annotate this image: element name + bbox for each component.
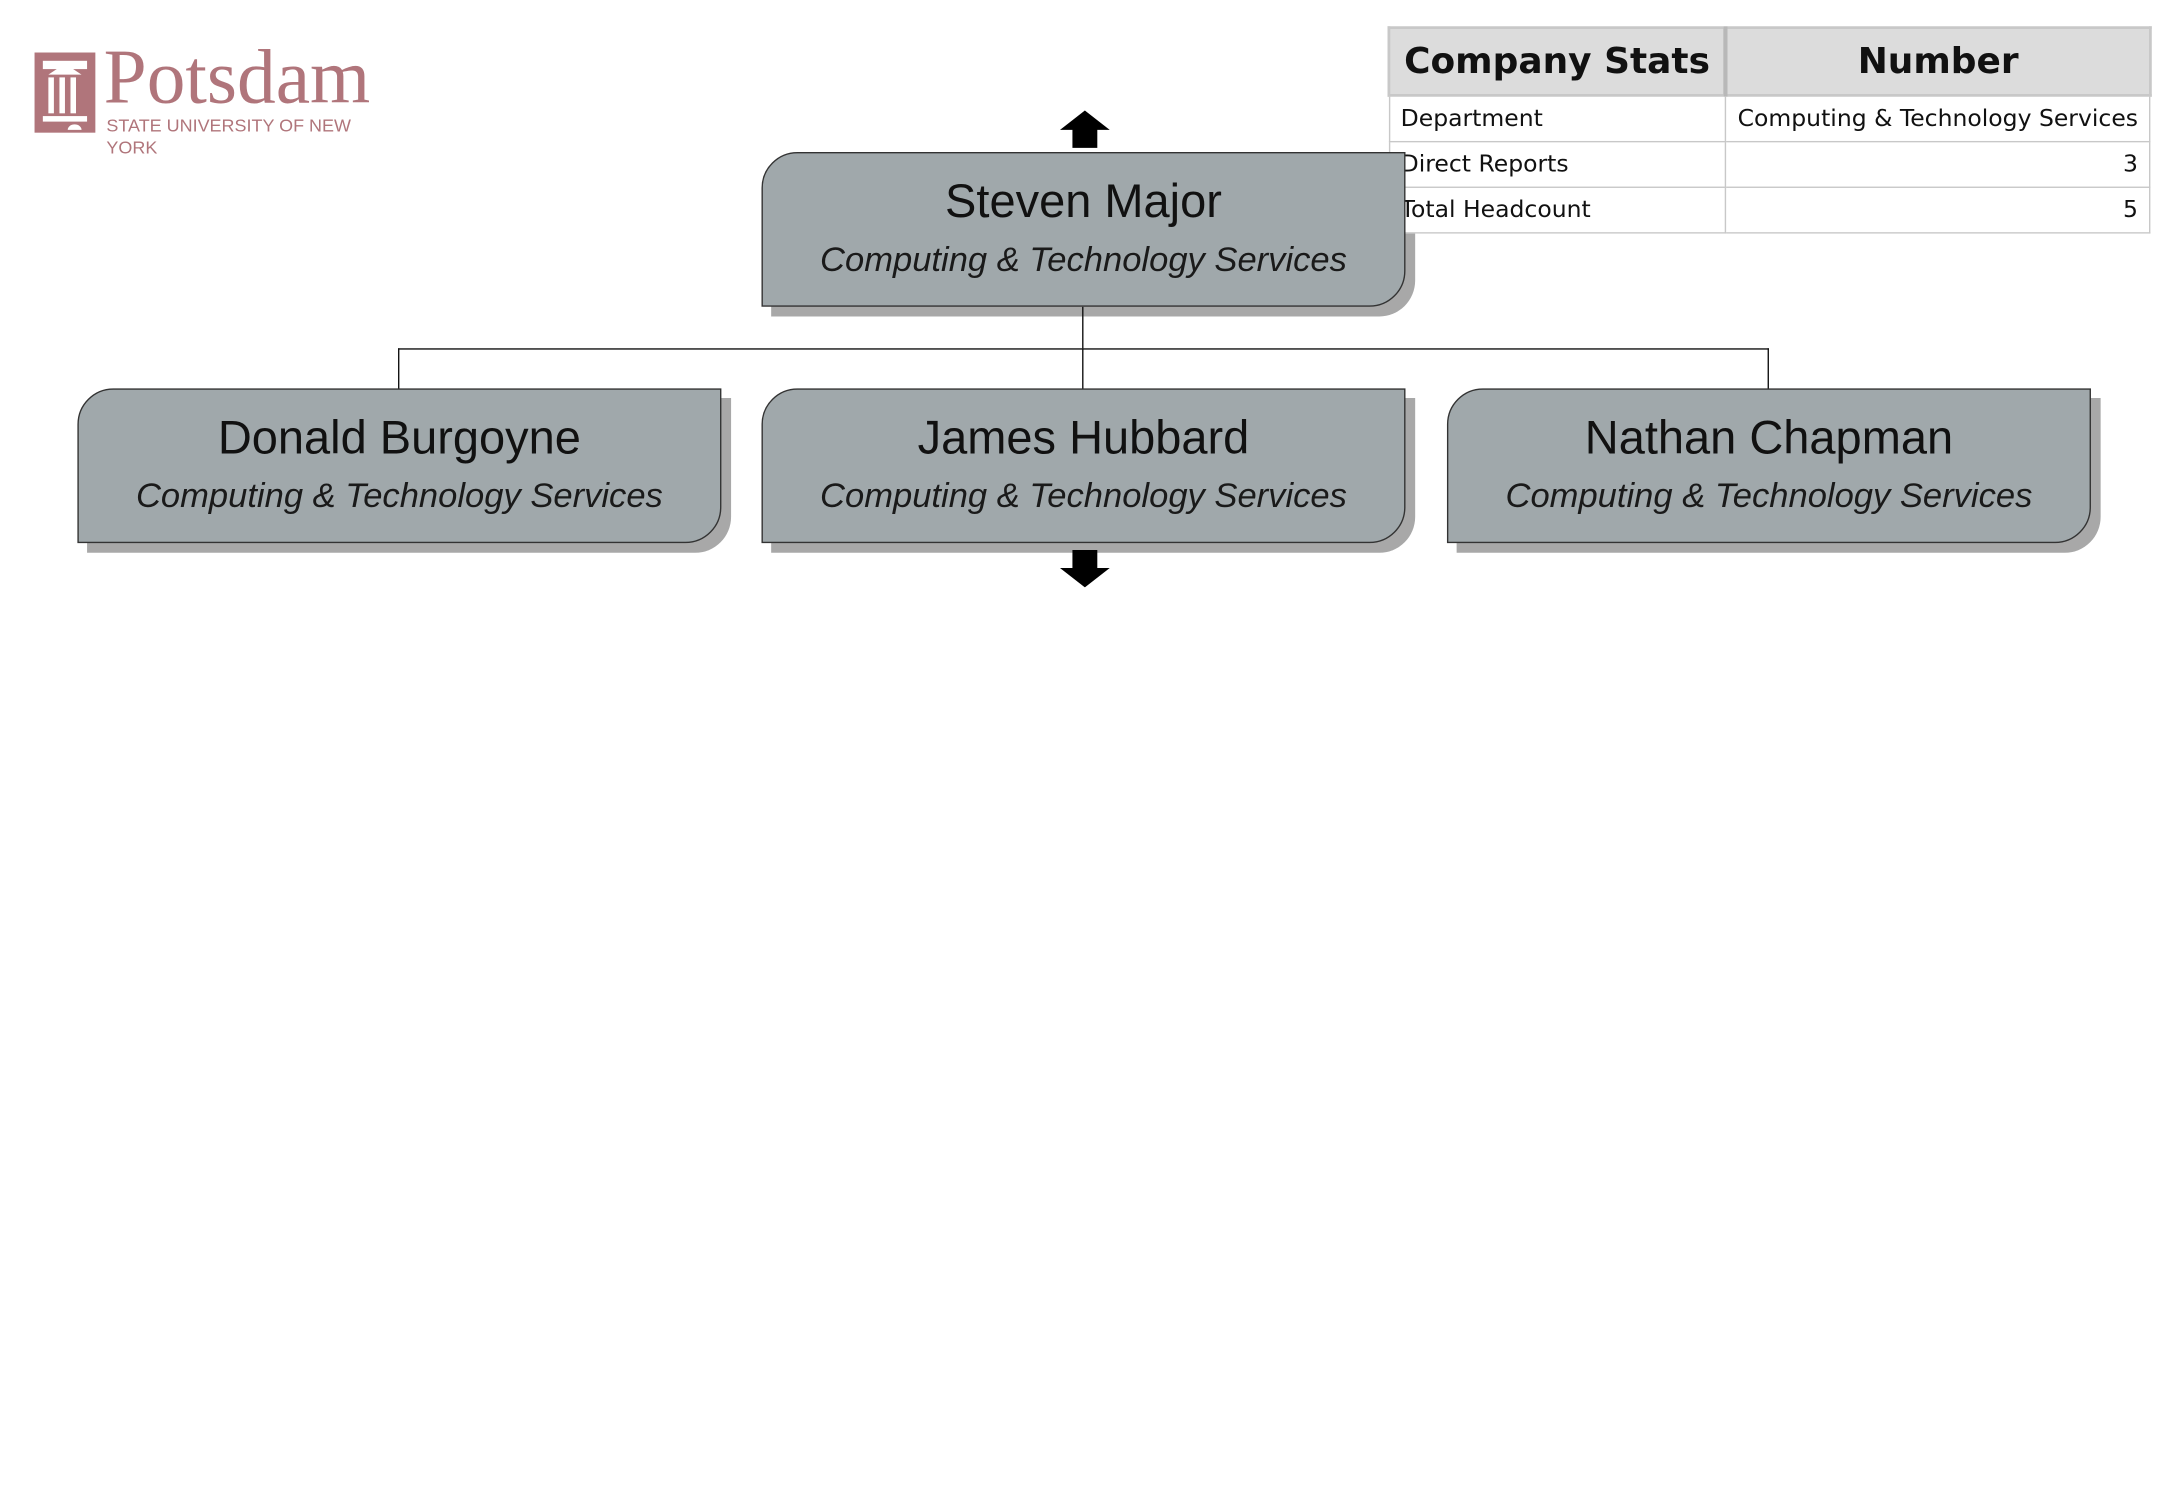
connector-line xyxy=(1767,348,1769,390)
node-name: Donald Burgoyne xyxy=(217,411,581,465)
arrow-down-icon[interactable] xyxy=(1059,549,1110,588)
node-name: James Hubbard xyxy=(917,411,1250,465)
stats-value: 3 xyxy=(1725,140,2151,188)
org-node-root[interactable]: Steven Major Computing & Technology Serv… xyxy=(761,152,1406,307)
stats-label: Department xyxy=(1388,94,1727,143)
arrow-up-icon[interactable] xyxy=(1059,110,1110,150)
stats-label: Total Headcount xyxy=(1388,186,1727,234)
stats-header-row: Company Stats Number xyxy=(1387,26,2152,97)
node-name: Steven Major xyxy=(945,175,1222,229)
logo-seal-icon xyxy=(34,52,96,133)
connector-line xyxy=(1082,348,1084,390)
connector-line xyxy=(1082,306,1084,349)
org-node-report[interactable]: James Hubbard Computing & Technology Ser… xyxy=(761,388,1406,544)
stats-value: Computing & Technology Services xyxy=(1725,94,2151,143)
stats-value: 5 xyxy=(1725,186,2151,234)
node-department: Computing & Technology Services xyxy=(1505,476,2033,516)
stats-row: Department Computing & Technology Servic… xyxy=(1388,94,2151,143)
org-node-report[interactable]: Donald Burgoyne Computing & Technology S… xyxy=(77,388,722,544)
stats-header-company-stats: Company Stats xyxy=(1387,26,1728,97)
node-name: Nathan Chapman xyxy=(1584,411,1954,465)
potsdam-logo: Potsdam STATE UNIVERSITY OF NEW YORK xyxy=(32,35,405,158)
stats-row: Total Headcount 5 xyxy=(1388,186,2151,234)
node-department: Computing & Technology Services xyxy=(135,476,663,516)
stats-row: Direct Reports 3 xyxy=(1388,140,2151,188)
connector-line xyxy=(398,348,400,390)
logo-wordmark: Potsdam xyxy=(103,34,371,121)
org-node-report[interactable]: Nathan Chapman Computing & Technology Se… xyxy=(1446,388,2091,544)
stats-label: Direct Reports xyxy=(1388,140,1727,188)
company-stats-table: Company Stats Number Department Computin… xyxy=(1387,26,2152,234)
logo-subtitle: STATE UNIVERSITY OF NEW YORK xyxy=(106,114,351,158)
node-department: Computing & Technology Services xyxy=(820,240,1347,280)
stats-header-number: Number xyxy=(1723,26,2152,97)
node-department: Computing & Technology Services xyxy=(820,476,1347,516)
